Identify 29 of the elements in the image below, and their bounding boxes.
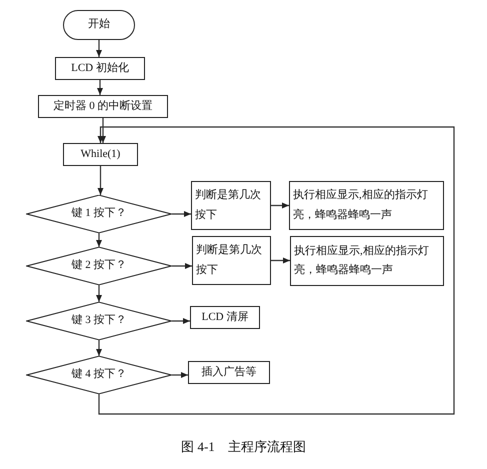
- decision-diamond: 键 4 按下？: [26, 356, 172, 394]
- arrow: [96, 285, 102, 302]
- process-box: 执行相应显示,相应的指示灯亮，蜂鸣器蜂鸣一声: [290, 236, 444, 286]
- arrow: [96, 340, 102, 356]
- arrow: [172, 318, 190, 324]
- arrow: [271, 202, 289, 208]
- decision-diamond: 键 2 按下？: [26, 247, 172, 285]
- process-box: While(1): [63, 143, 138, 166]
- figure-caption: 图 4-1 主程序流程图: [180, 438, 307, 456]
- process-box: 执行相应显示,相应的指示灯亮，蜂鸣器蜂鸣一声: [289, 181, 444, 230]
- decision-diamond: 键 1 按下？: [26, 195, 172, 233]
- arrow: [96, 233, 102, 247]
- process-box: LCD 清屏: [190, 306, 260, 329]
- arrow: [172, 211, 191, 217]
- arrow: [100, 118, 106, 143]
- start-terminal: 开始: [63, 10, 135, 40]
- process-box: 判断是第几次按下: [191, 181, 271, 230]
- arrow: [96, 40, 102, 57]
- process-box: 定时器 0 的中断设置: [38, 95, 168, 118]
- arrow: [97, 80, 103, 95]
- decision-diamond: 键 3 按下？: [26, 302, 172, 340]
- process-box: 判断是第几次按下: [192, 236, 271, 285]
- arrow: [271, 258, 290, 264]
- arrow: [172, 372, 188, 378]
- arrow: [98, 126, 455, 415]
- arrow: [172, 263, 192, 269]
- process-box: LCD 初始化: [55, 57, 145, 80]
- process-box: 插入广告等: [188, 361, 270, 384]
- arrow: [98, 166, 104, 195]
